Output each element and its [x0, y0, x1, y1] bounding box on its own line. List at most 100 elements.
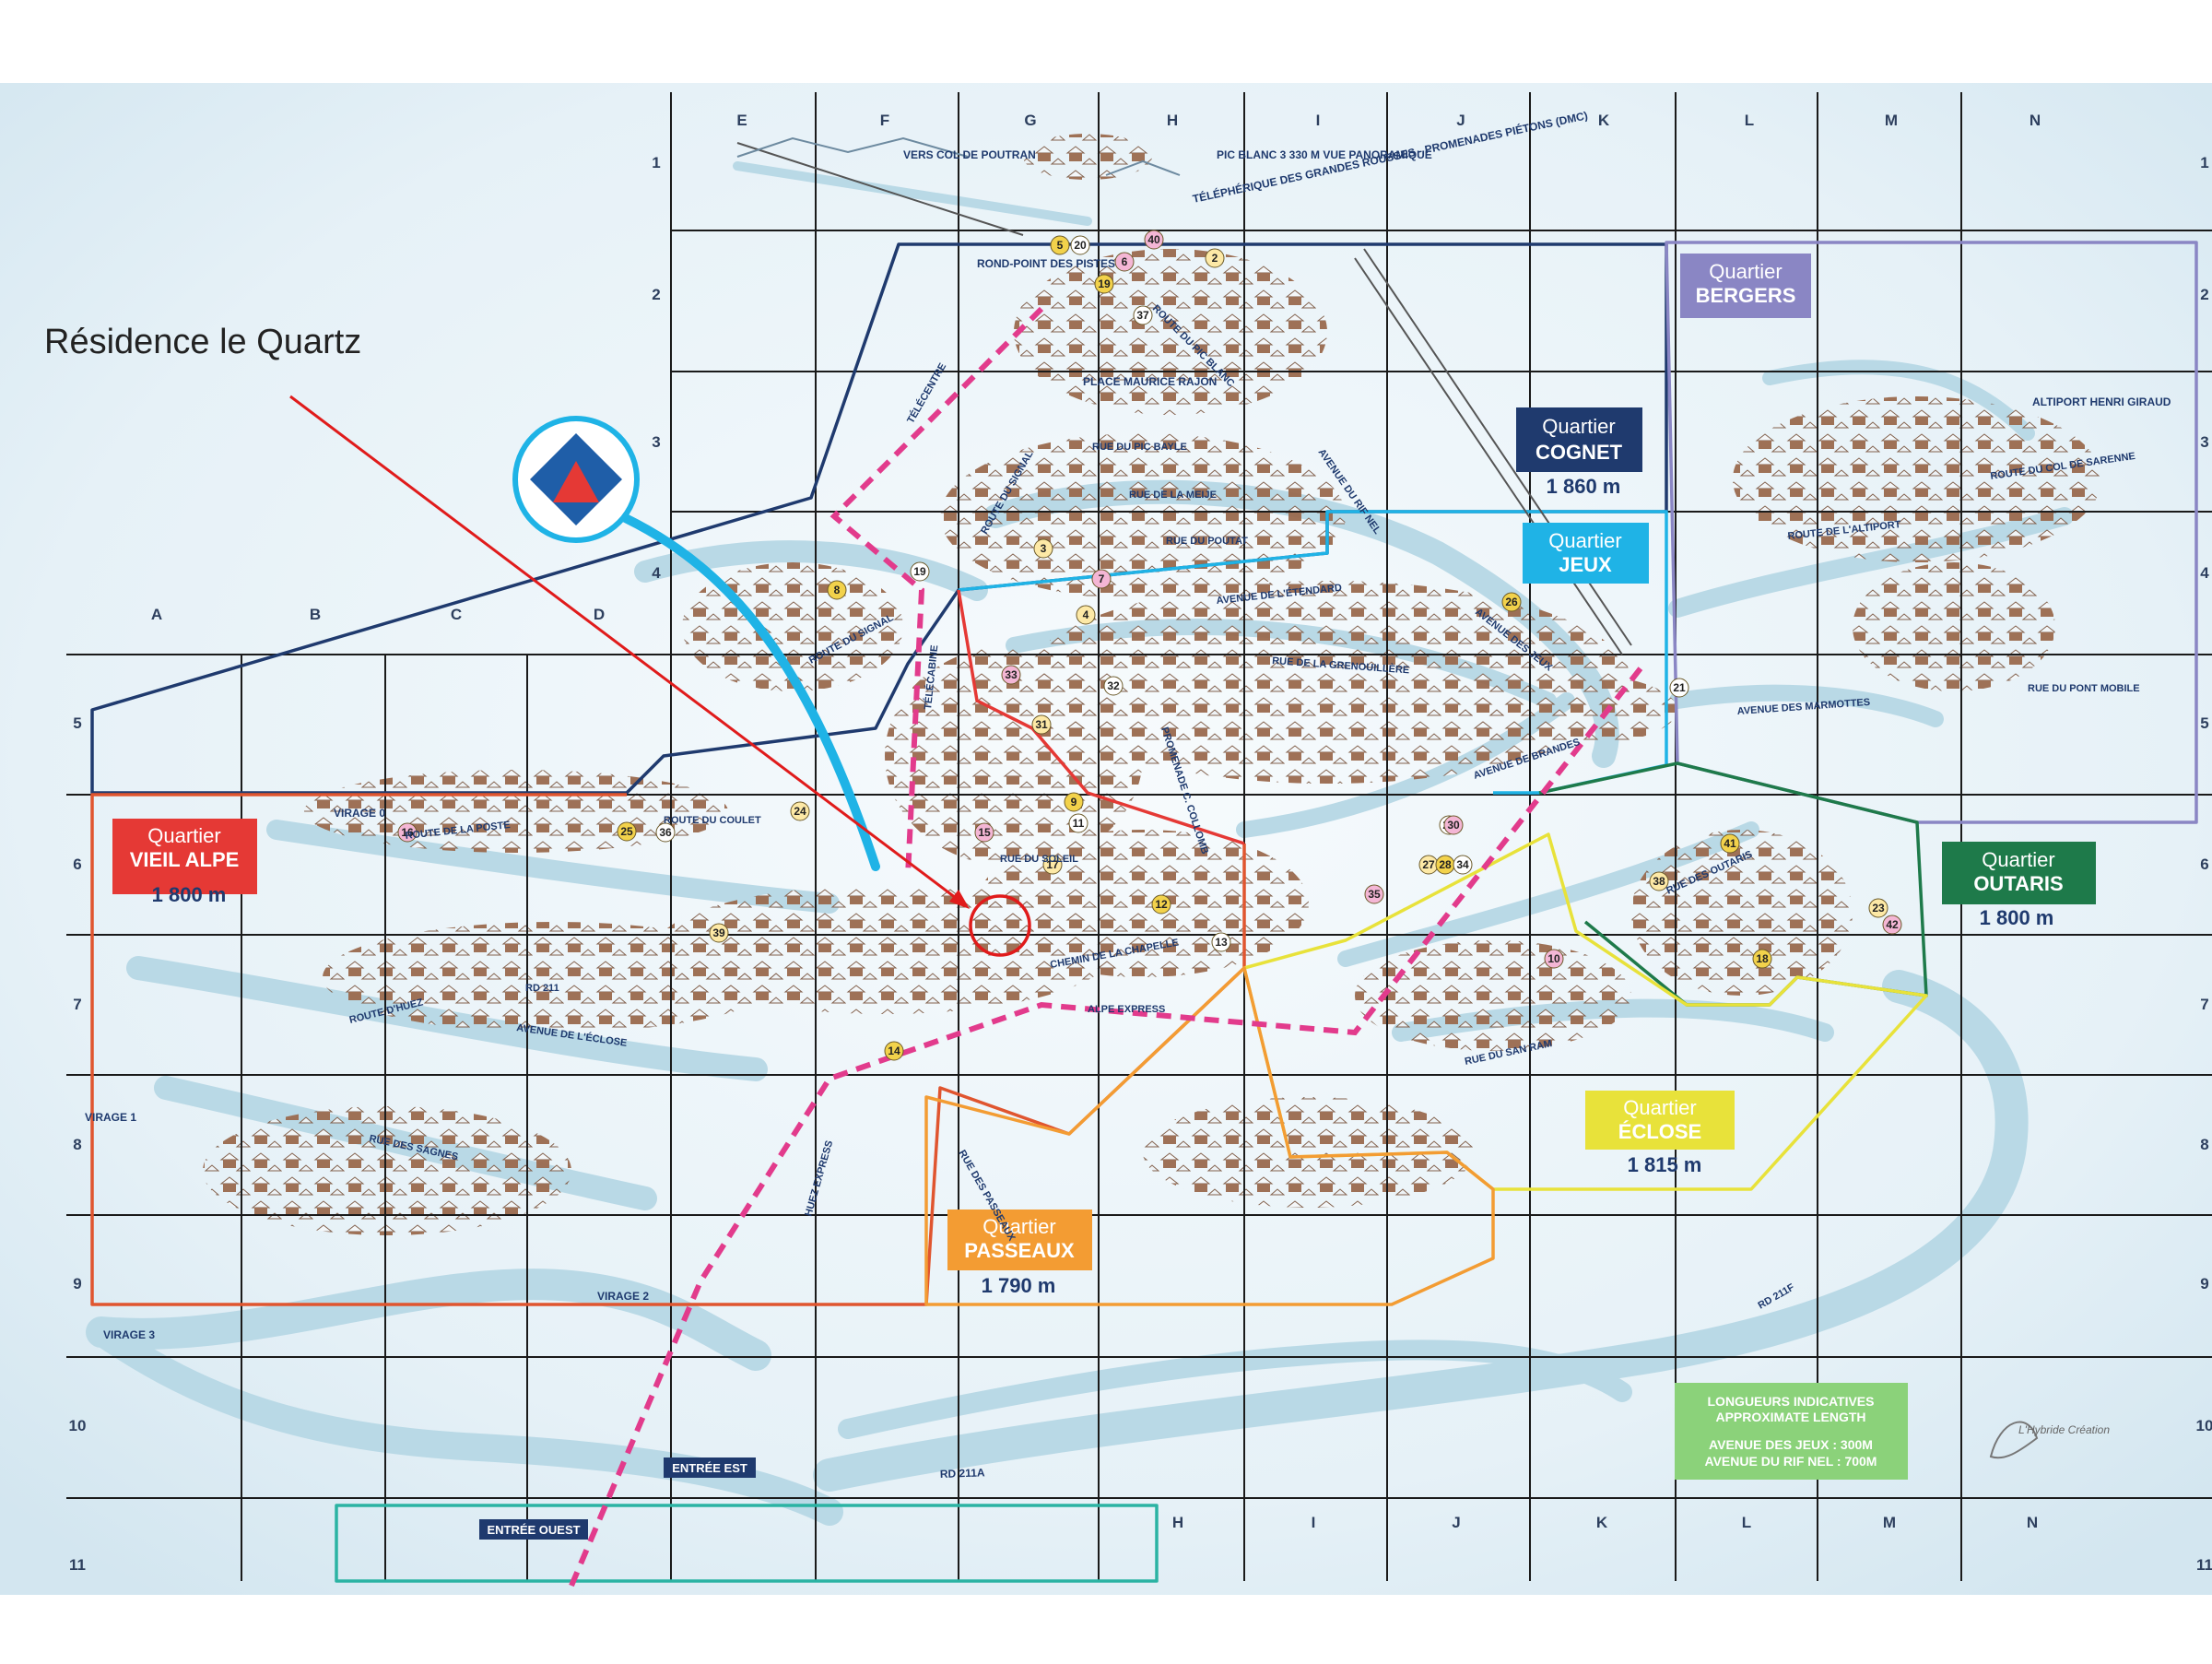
- poi-marker-circle[interactable]: [655, 822, 676, 843]
- poi-marker-number: 19: [913, 565, 926, 578]
- district-cognet[interactable]: Quartier COGNET 1 860 m: [1516, 407, 1642, 498]
- poi-marker-number: 36: [659, 826, 672, 839]
- poi-marker-circle[interactable]: [1669, 678, 1689, 698]
- street-label: RUE DU POUTAT: [1166, 536, 1248, 547]
- grid-col-label-top: L: [1745, 112, 1754, 129]
- poi-marker-circle[interactable]: [1091, 569, 1112, 589]
- street-label: ROUTE DU COULET: [664, 815, 761, 826]
- poi-marker-circle[interactable]: [974, 822, 994, 843]
- grid-row-label-right: 11: [2196, 1556, 2212, 1574]
- poi-marker-number: 28: [1439, 858, 1452, 871]
- district-bergers[interactable]: Quartier BERGERS: [1680, 254, 1811, 318]
- district-passeaux[interactable]: Quartier PASSEAUX 1 790 m: [947, 1210, 1092, 1297]
- poi-marker-circle[interactable]: [1103, 676, 1124, 696]
- poi-marker-circle[interactable]: [1720, 833, 1740, 854]
- poi-marker-circle[interactable]: [1076, 605, 1096, 625]
- poi-marker-circle[interactable]: [1649, 871, 1669, 891]
- poi-marker-circle[interactable]: [1364, 884, 1384, 904]
- poi-marker-circle[interactable]: [1133, 305, 1153, 325]
- grid-row-label-left: 9: [73, 1275, 81, 1292]
- grid-col-label-top: I: [1316, 112, 1321, 129]
- grid-col-label-top: K: [1598, 112, 1610, 129]
- poi-marker-number: 16: [401, 826, 414, 839]
- poi-marker-circle[interactable]: [1868, 898, 1888, 918]
- poi-marker-circle[interactable]: [1001, 665, 1021, 685]
- grid-row-label-left: 5: [73, 714, 81, 732]
- poi-marker-circle[interactable]: [1752, 949, 1772, 969]
- poi-marker-circle[interactable]: [617, 821, 637, 842]
- grid-col-label: B: [310, 606, 321, 623]
- grid-row-label-right: 4: [2200, 564, 2209, 582]
- col-poutran-label: VERS COL DE POUTRAN: [903, 148, 1036, 161]
- poi-marker-circle[interactable]: [1144, 230, 1164, 250]
- grid-row-label-left: 7: [73, 996, 81, 1013]
- grid-row-label-right: 8: [2200, 1136, 2208, 1153]
- poi-marker-circle[interactable]: [1064, 792, 1084, 812]
- poi-marker-circle[interactable]: [884, 1041, 904, 1061]
- district-cognet-altitude: 1 860 m: [1547, 475, 1621, 498]
- grid-col-label-top: G: [1024, 112, 1036, 129]
- poi-marker-circle[interactable]: [910, 561, 930, 582]
- artist-signature: L'Hybride Création: [1989, 1421, 2110, 1459]
- poi-marker-circle[interactable]: [1151, 894, 1171, 915]
- pic-blanc-label: PIC BLANC 3 330 M VUE PANORAMIQUE: [1217, 148, 1432, 161]
- poi-marker-number: 25: [620, 825, 633, 838]
- poi-marker-circle[interactable]: [1453, 855, 1473, 875]
- district-jeux-line2: JEUX: [1559, 553, 1612, 576]
- poi-marker-circle[interactable]: [827, 580, 847, 600]
- poi-marker-circle[interactable]: [1070, 235, 1090, 255]
- entree-est-label: ENTRÉE EST: [672, 1461, 747, 1475]
- poi-marker-number: 41: [1724, 837, 1736, 850]
- poi-marker-number: 9: [1071, 796, 1077, 808]
- entrance-est[interactable]: ENTRÉE EST: [664, 1457, 756, 1478]
- district-eclose-altitude: 1 815 m: [1628, 1153, 1702, 1176]
- poi-marker-number: 40: [1147, 233, 1160, 246]
- grid-col-label-top: E: [736, 112, 747, 129]
- virage3-label: VIRAGE 3: [103, 1328, 155, 1341]
- grid-row-label-left: 11: [69, 1556, 86, 1574]
- poi-marker-circle[interactable]: [1882, 915, 1902, 935]
- poi-marker-number: 21: [1673, 681, 1686, 694]
- district-eclose[interactable]: Quartier ÉCLOSE 1 815 m: [1585, 1091, 1735, 1176]
- poi-marker-circle[interactable]: [709, 923, 729, 943]
- poi-marker-circle[interactable]: [1031, 714, 1052, 735]
- legend-title-2: APPROXIMATE LENGTH: [1715, 1410, 1865, 1424]
- grid-col-label-bottom: J: [1452, 1514, 1460, 1531]
- poi-marker-circle[interactable]: [1544, 949, 1564, 969]
- poi-marker-circle[interactable]: [1501, 592, 1522, 612]
- lift-lines: [569, 306, 1643, 1587]
- poi-marker-circle[interactable]: [397, 822, 418, 843]
- district-outaris[interactable]: Quartier OUTARIS 1 800 m: [1942, 842, 2096, 929]
- district-cognet-line2: COGNET: [1535, 441, 1623, 464]
- poi-marker-circle[interactable]: [1033, 538, 1053, 559]
- district-jeux[interactable]: Quartier JEUX: [1523, 523, 1649, 584]
- grid-row-label-right: 7: [2200, 996, 2208, 1013]
- poi-marker-circle[interactable]: [1050, 235, 1070, 255]
- rd211a-label: RD 211A: [940, 1466, 985, 1481]
- grid-col-label-bottom: M: [1883, 1514, 1896, 1531]
- grid-row-label-right: 3: [2200, 433, 2208, 451]
- poi-marker-circle[interactable]: [1211, 932, 1231, 952]
- grid-col-label-bottom: H: [1172, 1514, 1183, 1531]
- entrance-ouest[interactable]: ENTRÉE OUEST: [479, 1519, 588, 1540]
- poi-marker-number: 12: [1155, 898, 1168, 911]
- district-vieil-alpe[interactable]: Quartier VIEIL ALPE 1 800 m: [112, 819, 257, 906]
- grid-row-label-right: 6: [2200, 856, 2208, 873]
- district-labels[interactable]: Quartier VIEIL ALPE 1 800 m Quartier COG…: [112, 254, 2096, 1297]
- district-eclose-line1: Quartier: [1623, 1096, 1696, 1119]
- poi-marker-circle[interactable]: [1205, 248, 1225, 268]
- poi-marker-circle[interactable]: [790, 801, 810, 821]
- poi-marker-circle[interactable]: [1443, 815, 1464, 835]
- poi-marker-circle[interactable]: [1114, 252, 1135, 272]
- poi-marker-number: 13: [1215, 936, 1228, 949]
- grid-col-label: A: [151, 606, 162, 623]
- poi-marker-number: 8: [834, 584, 841, 596]
- poi-marker-circle[interactable]: [1068, 813, 1088, 833]
- poi-marker-circle[interactable]: [1042, 855, 1063, 875]
- virage2-label: VIRAGE 2: [597, 1290, 649, 1303]
- poi-marker-number: 33: [1005, 668, 1018, 681]
- poi-marker-number: 39: [712, 926, 725, 939]
- poi-marker-number: 3: [1041, 542, 1047, 555]
- poi-marker-circle[interactable]: [1094, 274, 1114, 294]
